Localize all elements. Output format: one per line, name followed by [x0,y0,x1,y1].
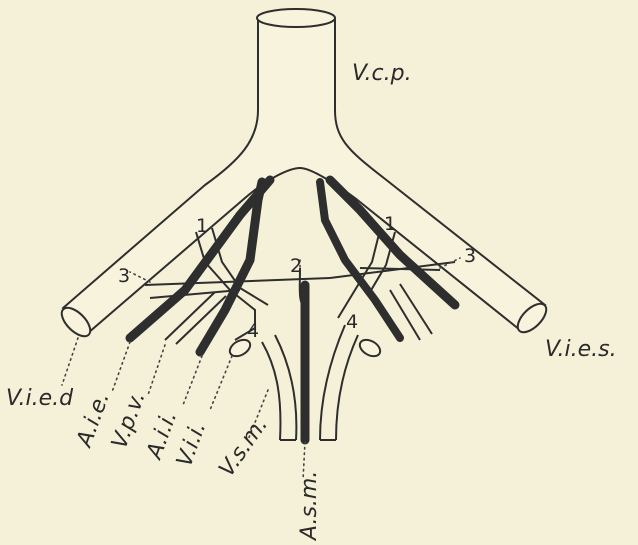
svg-text:V.i.e.d: V.i.e.d [6,386,74,411]
svg-text:V.i.e.s.: V.i.e.s. [545,337,617,362]
number-2: 2 [290,255,302,277]
number-1-right: 1 [384,213,396,235]
number-4-right: 4 [346,311,358,333]
label-vsm: V.s.m. [214,413,273,482]
svg-text:A.s.m.: A.s.m. [297,471,322,542]
number-4-left: 4 [247,320,259,342]
label-vied: V.i.e.d [6,386,74,411]
label-vies: V.i.e.s. [545,337,617,362]
number-1-left: 1 [196,215,208,237]
label-vcp: V.c.p. [352,61,412,86]
number-3-left: 3 [118,265,130,287]
svg-text:V.c.p.: V.c.p. [352,61,412,86]
label-asm: A.s.m. [297,471,322,542]
svg-text:V.s.m.: V.s.m. [214,413,273,482]
number-3-right: 3 [464,245,476,267]
right-venous-network [300,230,455,440]
